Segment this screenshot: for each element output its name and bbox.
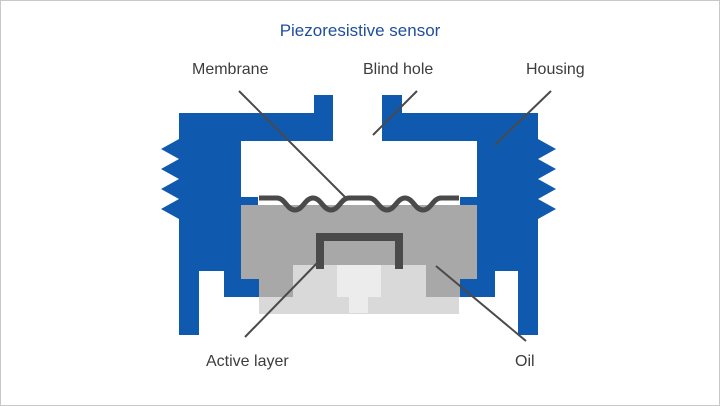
active-layer-leader	[244, 257, 323, 338]
membrane-shape	[259, 195, 459, 213]
active-layer-shape	[316, 233, 403, 269]
housing-leader	[494, 90, 552, 146]
blind-hole-label: Blind hole	[363, 61, 434, 78]
blind-hole-leader	[372, 90, 418, 136]
oil-leader	[435, 265, 527, 342]
membrane-leader	[238, 90, 347, 199]
inner-core	[337, 265, 381, 313]
diagram-title: Piezoresistive sensor	[279, 21, 441, 40]
oil-chamber	[241, 205, 477, 297]
housing-label: Housing	[526, 61, 585, 78]
housing-right	[382, 95, 556, 335]
oil-label: Oil	[515, 353, 535, 370]
active-layer-label: Active layer	[206, 353, 289, 370]
membrane-label: Membrane	[192, 61, 269, 78]
housing-left	[161, 95, 333, 335]
